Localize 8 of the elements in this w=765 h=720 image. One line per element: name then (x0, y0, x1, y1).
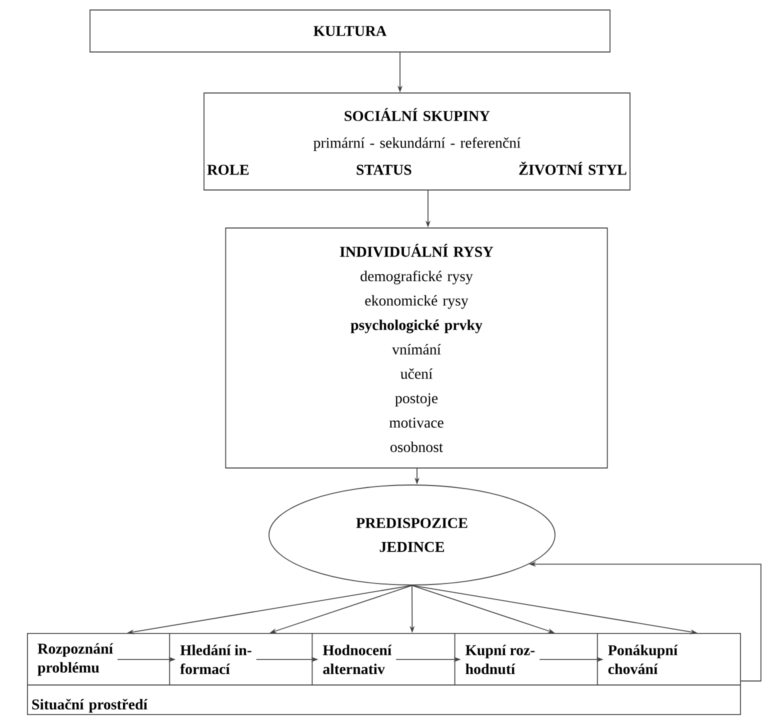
group-box: SOCIÁLNÍ SKUPINY primární - sekundární - referenční ROLE STATUS ŽIVOTNÍ STYL (204, 92, 630, 190)
stage-label: Ponákupní chování (608, 644, 678, 674)
stage-label: Rozpoznání problému (38, 643, 114, 676)
stage-label: Hledání in- formací (180, 644, 252, 674)
traits-box: INDIVIDUÁLNÍ RYSY demografické rysy ekonomické rysy psychologické prvky vnímání učení postoje motivace osobnost (225, 228, 608, 468)
title-box: KULTURA (90, 10, 610, 52)
stage-label: Kupní roz- hodnutí (466, 644, 535, 674)
stage-label: Hodnocení alternativ (322, 644, 392, 674)
